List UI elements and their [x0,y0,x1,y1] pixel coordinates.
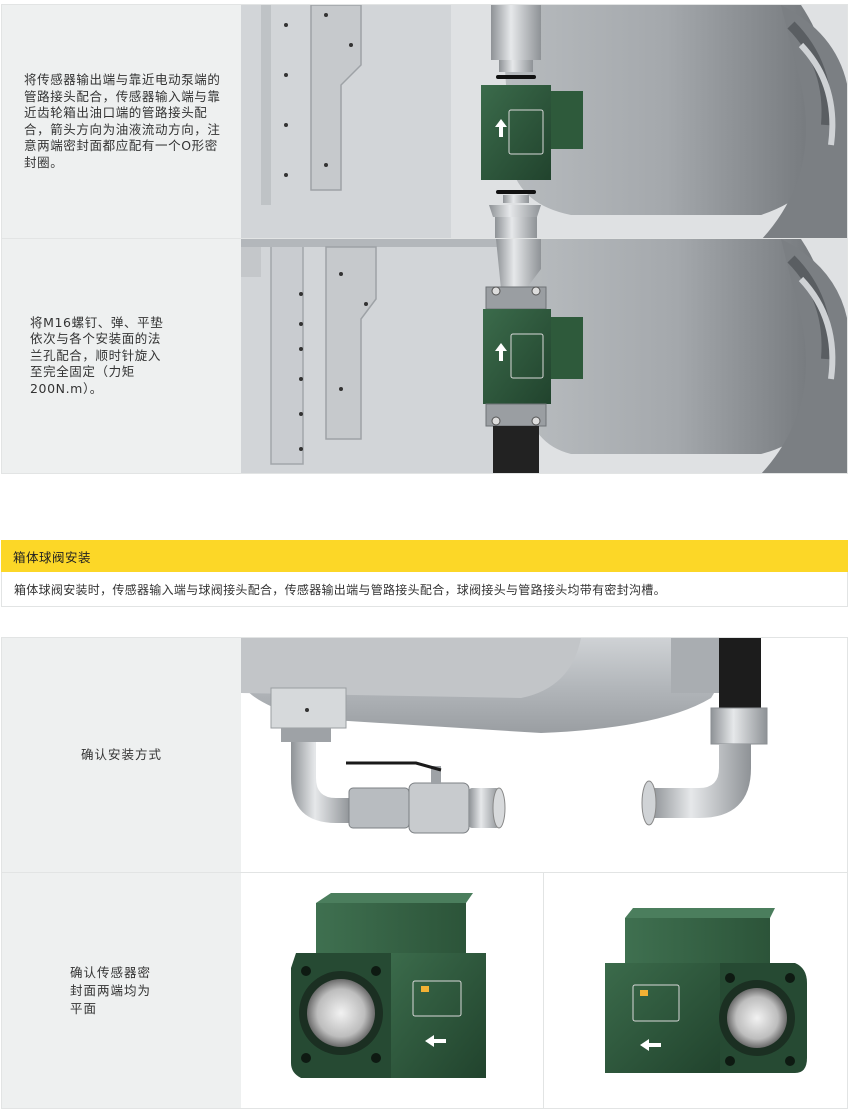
up-arrow-icon [495,343,507,361]
step-text-2: 将M16螺钉、弹、平垫依次与各个安装面的法兰孔配合，顺时针旋入至完全固定（力矩2… [30,314,164,396]
section-title: 箱体球阀安装 [13,549,92,565]
step-text-cell-1: 将传感器输出端与靠近电动泵端的管路接头配合，传感器输入端与靠近齿轮箱出油口端的管… [2,5,241,238]
sensor-image-left [241,873,544,1108]
left-arrow-icon [425,1035,446,1047]
step-text-cell-2: 将M16螺钉、弹、平垫依次与各个安装面的法兰孔配合，顺时针旋入至完全固定（力矩2… [2,239,241,473]
step-image-1 [241,5,847,238]
step-row-4: 确认传感器密封面两端均为平面 [1,873,848,1109]
left-arrow-icon [640,1039,661,1051]
section-description-bar: 箱体球阀安装时，传感器输入端与球阀接头配合，传感器输出端与管路接头配合，球阀接头… [1,572,848,607]
up-arrow-icon [495,119,507,137]
section-title-bar: 箱体球阀安装 [1,540,848,572]
step-row-3: 确认安装方式 [1,637,848,873]
step-text-4: 确认传感器密封面两端均为平面 [70,964,152,1016]
step-text-cell-3: 确认安装方式 [2,638,241,872]
sensor-image-right [545,873,847,1108]
step-text-cell-4: 确认传感器密封面两端均为平面 [2,873,241,1108]
step-text-1: 将传感器输出端与靠近电动泵端的管路接头配合，传感器输入端与靠近齿轮箱出油口端的管… [24,72,221,170]
step-text-3: 确认安装方式 [80,746,162,762]
step-image-2 [241,239,847,473]
step-row-1: 将传感器输出端与靠近电动泵端的管路接头配合，传感器输入端与靠近齿轮箱出油口端的管… [1,4,848,239]
section-description: 箱体球阀安装时，传感器输入端与球阀接头配合，传感器输出端与管路接头配合，球阀接头… [14,582,666,597]
step-image-3 [241,638,847,872]
step-row-2: 将M16螺钉、弹、平垫依次与各个安装面的法兰孔配合，顺时针旋入至完全固定（力矩2… [1,239,848,474]
